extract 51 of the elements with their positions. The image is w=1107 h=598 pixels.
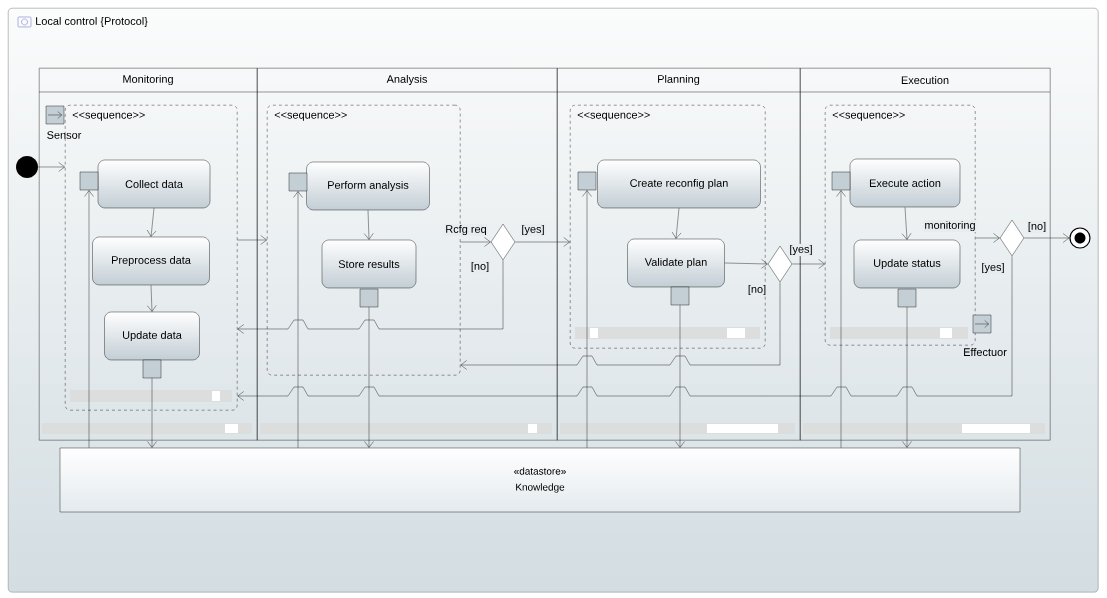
arrow <box>364 307 374 448</box>
decision-diamond <box>490 223 516 261</box>
arrow <box>836 190 846 448</box>
arrow <box>515 237 570 247</box>
pin-label: Sensor <box>47 131 82 139</box>
arrow <box>460 282 781 370</box>
final-node <box>1069 227 1091 249</box>
pin <box>831 171 851 191</box>
arrow <box>147 208 157 237</box>
arrow <box>38 162 65 172</box>
action-box: Create reconfig plan <box>597 159 761 209</box>
pin <box>670 286 690 306</box>
pin <box>897 288 917 308</box>
arrow <box>237 235 267 245</box>
arrow <box>902 307 912 448</box>
decision-diamond <box>999 219 1025 257</box>
action-box: Perform analysis <box>306 161 430 211</box>
frame-title: Local control {Protocol} <box>36 16 148 28</box>
pin <box>972 314 992 334</box>
arrow <box>364 210 374 240</box>
pin <box>577 171 597 191</box>
arrow <box>237 256 1013 401</box>
action-box: Execute action <box>849 158 961 208</box>
datastore-box: «datastore» Knowledge <box>59 447 1021 513</box>
action-box: Validate plan <box>627 238 725 288</box>
arrow <box>975 233 1000 243</box>
action-box: Update data <box>104 311 200 361</box>
arrow <box>84 190 94 448</box>
arrow <box>460 237 491 247</box>
arrow <box>147 378 157 448</box>
action-box: Store results <box>321 239 417 289</box>
pin <box>79 171 99 191</box>
arrow <box>1024 233 1070 243</box>
arrow <box>724 259 768 269</box>
pin-label: Effectuor <box>964 348 1007 356</box>
arrow <box>675 305 685 448</box>
initial-node <box>16 156 38 178</box>
arrow <box>293 191 303 448</box>
arrow <box>792 259 825 269</box>
pin <box>359 288 379 308</box>
action-box: Collect data <box>97 159 211 209</box>
arrow <box>671 208 682 239</box>
pin <box>142 359 162 379</box>
arrow <box>237 260 504 334</box>
action-box: Preprocess data <box>92 236 210 286</box>
pin <box>45 105 65 125</box>
action-box: Update status <box>853 239 961 289</box>
arrow <box>147 285 157 312</box>
arrow <box>901 207 912 240</box>
pin <box>288 172 308 192</box>
arrow <box>582 190 592 448</box>
